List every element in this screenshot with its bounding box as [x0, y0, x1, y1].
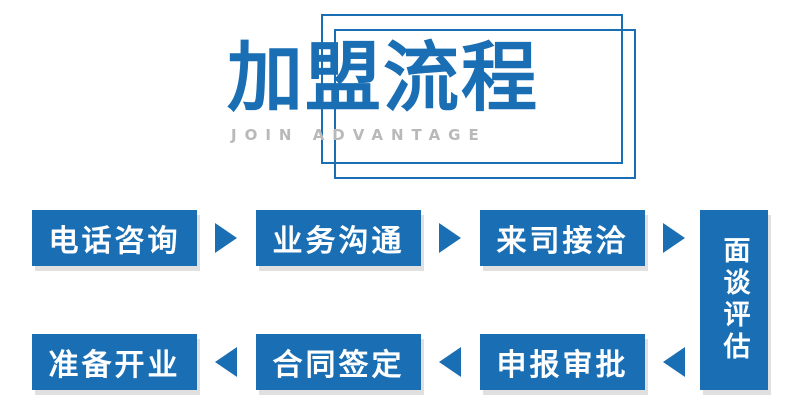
- arrow-left-icon: [215, 347, 237, 377]
- flow-step-business-communication: 业务沟通: [256, 210, 421, 266]
- flow-step-application-approval: 申报审批: [480, 334, 645, 390]
- decorative-frame-inner: [334, 29, 636, 179]
- flow-step-opening-preparation: 准备开业: [32, 334, 197, 390]
- flow-step-company-visit: 来司接洽: [480, 210, 645, 266]
- flow-step-contract-signing: 合同签定: [256, 334, 421, 390]
- arrow-left-icon: [663, 347, 685, 377]
- flow-step-phone-consult: 电话咨询: [32, 210, 197, 266]
- page-title: 加盟流程: [227, 33, 539, 122]
- arrow-right-icon: [663, 223, 685, 253]
- arrow-left-icon: [439, 347, 461, 377]
- arrow-right-icon: [439, 223, 461, 253]
- decorative-frame-outer: [321, 14, 623, 164]
- flow-step-interview-evaluation: 面谈评估: [700, 210, 768, 390]
- arrow-right-icon: [215, 223, 237, 253]
- page-subtitle: JOIN ADVANTAGE: [231, 126, 487, 144]
